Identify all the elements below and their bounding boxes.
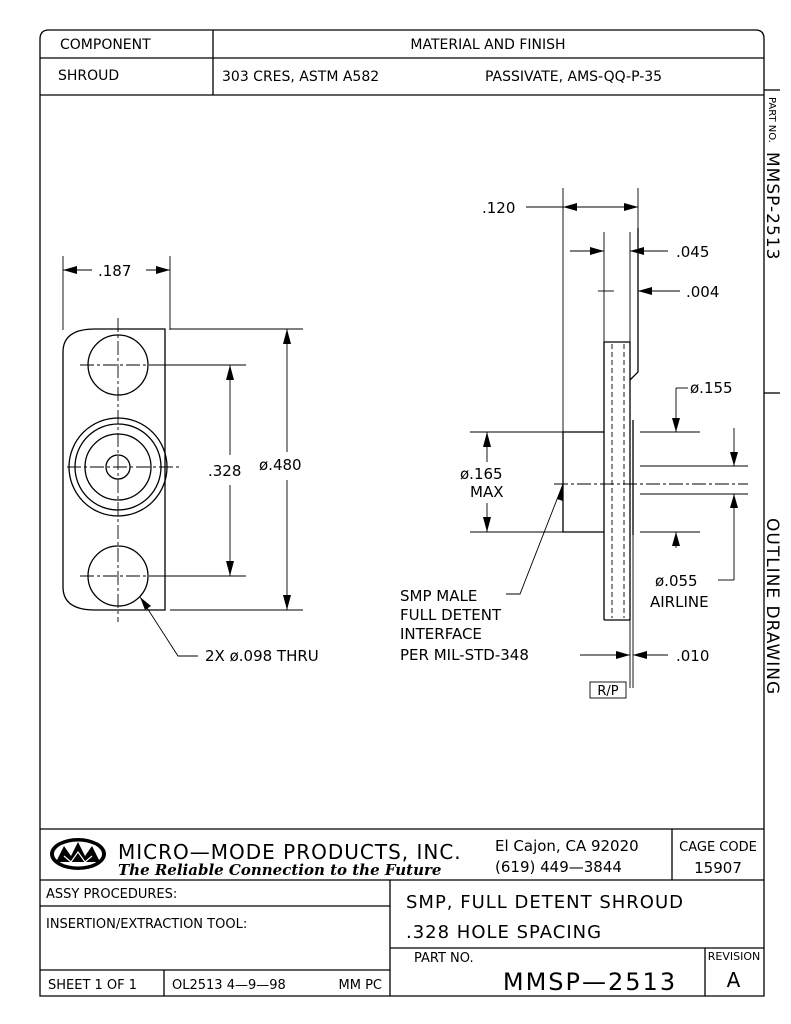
material-value: 303 CRES, ASTM A582 [222,69,379,85]
drawing-title-line-1: SMP, FULL DETENT SHROUD [406,892,684,913]
insertion-tool-label: INSERTION/EXTRACTION TOOL: [46,917,247,932]
side-dim-flange: .045 [676,243,709,261]
reference-plane-label: R/P [597,684,618,699]
interface-note-line-1: SMP MALE [400,587,477,605]
assy-procedures-label: ASSY PROCEDURES: [46,887,177,902]
side-view: .120 .045 .004 ø.155 ø.055 AIRLINE [400,188,748,699]
front-view-outline [62,328,166,611]
body-dia-arrow-bottom [483,517,491,532]
airline-arrow-top [730,452,738,466]
flange-arrow-left [590,247,604,255]
front-view: .187 .328 ø.480 2X ø.098 THRU [62,256,319,665]
side-dim-inner-dia: ø.055 [655,572,698,590]
cage-code-label: CAGE CODE [679,840,757,855]
spacing-arrow-bottom [226,561,234,576]
hole-callout-arrow [140,597,151,610]
part-no-value: MMSP—2513 [503,968,677,996]
margin-drawing-type: OUTLINE DRAWING [762,518,782,695]
offset-arrow-right [633,651,647,659]
company-name: MICRO—MODE PRODUCTS, INC. [118,840,462,864]
interface-note-arrow [557,484,563,501]
title-block: MICRO—MODE PRODUCTS, INC. The Reliable C… [40,828,764,996]
top-mounting-hole [87,334,149,396]
interface-note-line-3: INTERFACE [400,625,482,643]
connector-body [562,431,604,533]
part-no-label: PART NO. [414,951,474,966]
outer-dia-arrow-bottom [672,532,680,546]
bottom-mounting-hole [87,545,149,607]
outer-dia-arrow-top [672,418,680,432]
component-label: COMPONENT [60,37,151,53]
revision-label: REVISION [708,950,760,963]
company-logo [50,838,106,870]
connector-outer-ring [68,417,168,517]
front-dim-spacing: .328 [208,462,241,480]
material-finish-label: MATERIAL AND FINISH [410,37,565,53]
front-hole-callout: 2X ø.098 THRU [205,647,319,665]
company-tagline: The Reliable Connection to the Future [118,861,441,879]
side-dim-body-note: MAX [470,483,503,501]
connector-ring-3 [84,433,152,501]
finish-value: PASSIVATE, AMS-QQ-P-35 [485,69,662,85]
drawing-initials: MM PC [339,978,382,993]
interface-note-leader [506,483,564,595]
side-dim-outer-dia: ø.155 [690,379,733,397]
shoulder-profile [629,228,639,381]
side-dim-inner-note: AIRLINE [650,593,709,611]
depth-arrow-right [624,203,638,211]
connector-ring-2 [74,423,162,511]
side-dim-offset: .010 [676,647,709,665]
sheet-number: SHEET 1 OF 1 [48,978,137,993]
spacing-arrow-top [226,365,234,380]
width-arrow-left [63,266,77,274]
body-dia-arrow-top [483,432,491,447]
hole-callout-leader [139,596,198,657]
component-value: SHROUD [58,68,119,84]
diameter-arrow-bottom [283,595,291,610]
airline-arrow-bottom [730,494,738,508]
drawing-reference: OL2513 4—9—98 [172,978,286,993]
margin-part-no-label: PART NO. [766,97,777,143]
sheet-border [39,29,765,997]
interface-note-line-4: PER MIL-STD-348 [400,646,529,664]
offset-arrow-left [616,651,630,659]
step-arrow [638,287,652,295]
side-dim-overall: .120 [482,199,515,217]
interface-note-line-2: FULL DETENT [400,606,502,624]
front-dim-diameter: ø.480 [259,456,302,474]
reference-plane-box [589,681,627,699]
front-dim-width: .187 [98,262,131,280]
margin-part-no-value: MMSP-2513 [762,152,782,260]
revision-value: A [727,968,742,992]
company-city: El Cajon, CA 92020 [495,837,639,855]
cage-code-value: 15907 [694,859,742,877]
diameter-arrow-top [283,329,291,344]
depth-arrow-left [563,203,577,211]
drawing-title-line-2: .328 HOLE SPACING [406,922,602,943]
side-dim-step: .004 [686,283,719,301]
flange-arrow-right [630,247,644,255]
company-phone: (619) 449—3844 [495,858,622,876]
side-dim-body-dia: ø.165 [460,465,503,483]
width-arrow-right [156,266,170,274]
connector-center-pin [105,454,131,480]
